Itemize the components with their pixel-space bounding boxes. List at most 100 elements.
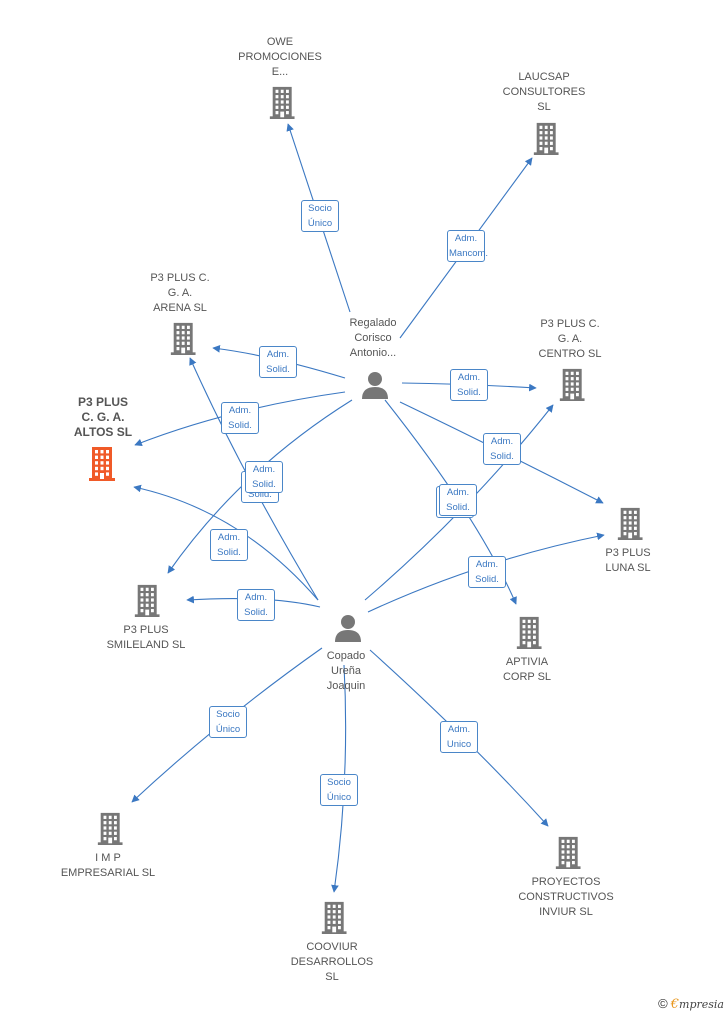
edge-label-copado-luna[interactable]: Adm.Solid.: [468, 556, 506, 588]
person-icon[interactable]: [333, 613, 363, 648]
edge-label-regalado-arena[interactable]: Adm. Solid.: [259, 346, 297, 378]
node-label-line: LAUCSAP: [518, 71, 570, 83]
node-label-proyectos[interactable]: PROYECTOS CONSTRUCTIVOS INVIUR SL: [496, 875, 636, 920]
edge-label-line: Adm.: [228, 405, 252, 416]
node-label-line: Joaquin: [326, 680, 366, 692]
edge-label-line: Solid.: [217, 547, 241, 558]
edge-label-line: Adm.: [490, 436, 514, 447]
edge-label-line: Solid.: [446, 502, 470, 513]
node-label-line: E...: [271, 66, 289, 78]
node-label-line: P3 PLUS: [123, 624, 169, 636]
node-label-line: CORP SL: [502, 671, 552, 683]
edge-label-line: Único: [307, 218, 333, 229]
node-label-line: SL: [537, 101, 551, 113]
edge-label-line: Adm.: [266, 349, 290, 360]
node-label-line: G. A.: [167, 287, 193, 299]
building-icon[interactable]: [319, 900, 349, 939]
edge-label-copado-arena[interactable]: Adm. Solid.: [245, 461, 283, 493]
edge-label-line: Adm.: [457, 372, 481, 383]
edge-label-line: Adm.: [454, 233, 478, 244]
edge-label-copado-centro[interactable]: Adm. Solid.: [439, 484, 477, 516]
node-label-centro[interactable]: P3 PLUS C.G. A.CENTRO SL: [500, 317, 640, 362]
edge-label-line: Adm.: [447, 724, 471, 735]
edge-label-regalado-centro[interactable]: Adm. Solid.: [450, 369, 488, 401]
edge-label-line: Adm.: [217, 532, 241, 543]
edge-label-line: Único: [326, 792, 352, 803]
node-label-line: P3 PLUS: [605, 547, 651, 559]
edge-label-line: Solid.: [457, 387, 481, 398]
building-icon[interactable]: [86, 445, 118, 486]
node-label-line: G. A.: [557, 333, 583, 345]
building-icon[interactable]: [267, 85, 297, 124]
edge-label-regalado-laucsap[interactable]: Adm. Mancom.: [447, 230, 489, 262]
edge-label-copado-proyectos[interactable]: Adm. Unico: [440, 721, 478, 753]
edge-label-regalado-luna[interactable]: Adm. Solid.: [483, 433, 521, 465]
edge-label-copado-smileland[interactable]: Adm. Solid.: [237, 589, 275, 621]
node-label-line: P3 PLUS: [77, 395, 128, 409]
node-label-line: Corisco: [354, 332, 392, 344]
building-icon[interactable]: [553, 835, 583, 874]
node-label-line: EMPRESARIAL SL: [60, 867, 156, 879]
edge-label-line: Solid.: [266, 364, 290, 375]
edge-label-line: Solid.: [248, 489, 272, 500]
node-label-aptivia[interactable]: APTIVIA CORP SL: [457, 655, 597, 685]
node-label-line: APTIVIA: [505, 656, 549, 668]
edge-label-regalado-altos[interactable]: Adm. Solid.: [221, 402, 259, 434]
person-icon[interactable]: [360, 370, 390, 405]
edge-copado-altos: [133, 484, 319, 601]
node-label-line: ARENA SL: [153, 302, 207, 314]
building-icon[interactable]: [132, 583, 162, 622]
building-icon[interactable]: [557, 367, 587, 406]
brand-name: mpresia: [679, 998, 724, 1011]
edge-label-line: Solid.: [244, 607, 268, 618]
node-label-line: C. G. A.: [81, 410, 125, 424]
node-label-line: CENTRO SL: [538, 348, 602, 360]
edge-label-line: Solid.: [490, 451, 514, 462]
node-label-arena[interactable]: P3 PLUS C. G. A. ARENA SL: [110, 271, 250, 316]
node-label-line: DESARROLLOS: [290, 956, 374, 968]
brand-logo-initial: €: [670, 997, 680, 1012]
node-label-line: SMILELAND SL: [106, 639, 186, 651]
edge-label-line: Adm.: [244, 592, 268, 603]
node-label-line: Regalado: [349, 317, 397, 329]
edge-label-line: Solid.: [228, 420, 252, 431]
building-icon[interactable]: [615, 506, 645, 545]
building-icon[interactable]: [95, 811, 125, 850]
node-label-line: P3 PLUS C.: [150, 272, 210, 284]
node-label-line: OWE: [266, 36, 294, 48]
node-label-line: CONSTRUCTIVOS: [518, 891, 614, 903]
node-label-smileland[interactable]: P3 PLUS SMILELAND SL: [76, 623, 216, 653]
node-label-imp[interactable]: I M P EMPRESARIAL SL: [38, 851, 178, 881]
node-label-line: PROYECTOS: [531, 876, 601, 888]
node-label-line: Copado: [326, 650, 366, 662]
node-label-line: ALTOS SL: [73, 425, 133, 439]
edge-label-line: Mancom.: [449, 248, 489, 259]
copyright-symbol: ©: [658, 996, 668, 1011]
brand-watermark: © €mpresia: [658, 996, 724, 1012]
edge-label-line: Socio: [327, 777, 351, 788]
building-icon[interactable]: [514, 615, 544, 654]
edge-label-line: Socio: [308, 203, 332, 214]
node-label-line: I M P: [95, 852, 121, 864]
building-icon[interactable]: [531, 121, 561, 160]
building-icon[interactable]: [168, 321, 198, 360]
edge-label-line: Solid.: [252, 479, 276, 490]
edge-label-line: Socio: [216, 709, 240, 720]
edge-label-line: Adm.: [446, 487, 470, 498]
edge-label-line: Adm.: [252, 464, 276, 475]
node-label-line: INVIUR SL: [539, 906, 593, 918]
edge-label-line: Unico: [446, 739, 472, 750]
edge-label-copado-altos[interactable]: Adm. Solid.: [210, 529, 248, 561]
edge-label-line: Único: [215, 724, 241, 735]
